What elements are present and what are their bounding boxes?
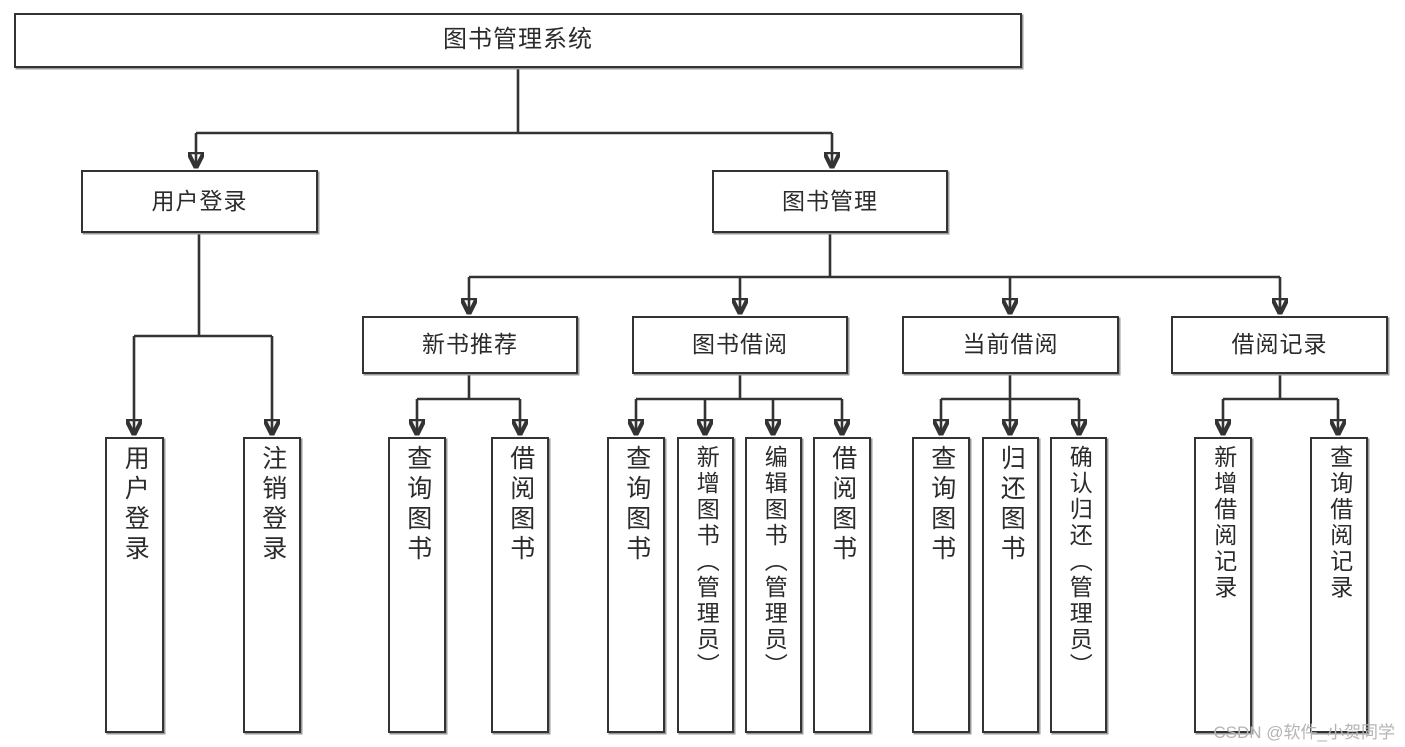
node-label: 当前借阅 — [962, 331, 1059, 358]
leaf-query-book-recommend[interactable]: 查询图书 — [388, 437, 446, 733]
node-label: 借阅图书 — [506, 445, 535, 565]
node-label: 图书管理 — [782, 187, 878, 214]
node-label: 用户登录 — [151, 187, 248, 214]
leaf-logout-login[interactable]: 注销登录 — [243, 437, 301, 733]
leaf-edit-book-admin[interactable]: 编辑图书（管理员） — [745, 437, 802, 733]
node-book-borrow[interactable]: 图书借阅 — [632, 316, 848, 374]
node-label: 图书管理系统 — [443, 26, 593, 54]
leaf-query-borrow-record[interactable]: 查询借阅记录 — [1310, 437, 1368, 733]
leaf-borrow-book[interactable]: 借阅图书 — [813, 437, 871, 733]
node-label: 新增图书（管理员） — [693, 445, 720, 679]
node-label: 新书推荐 — [422, 331, 518, 358]
leaf-query-book-current[interactable]: 查询图书 — [912, 437, 970, 733]
node-current-borrow[interactable]: 当前借阅 — [902, 316, 1119, 374]
leaf-return-book[interactable]: 归还图书 — [982, 437, 1039, 733]
node-label: 新增借阅记录 — [1210, 445, 1237, 601]
node-label: 查询图书 — [927, 445, 956, 565]
leaf-query-book-borrow[interactable]: 查询图书 — [607, 437, 665, 733]
node-book-management[interactable]: 图书管理 — [712, 170, 948, 233]
node-label: 查询图书 — [622, 445, 651, 565]
node-label: 查询借阅记录 — [1326, 445, 1353, 601]
leaf-add-borrow-record[interactable]: 新增借阅记录 — [1194, 437, 1252, 733]
leaf-user-login[interactable]: 用户登录 — [105, 437, 164, 733]
node-user-login[interactable]: 用户登录 — [81, 170, 318, 233]
node-label: 确认归还（管理员） — [1066, 445, 1093, 679]
node-label: 借阅图书 — [828, 445, 857, 565]
node-label: 查询图书 — [403, 445, 432, 565]
node-label: 图书借阅 — [692, 331, 788, 358]
node-root-book-management-system[interactable]: 图书管理系统 — [14, 13, 1022, 68]
node-new-book-recommend[interactable]: 新书推荐 — [362, 316, 578, 374]
leaf-confirm-return-admin[interactable]: 确认归还（管理员） — [1050, 437, 1107, 733]
node-label: 编辑图书（管理员） — [761, 445, 788, 679]
csdn-watermark: CSDN @软件_小贺同学 — [1213, 723, 1395, 742]
node-label: 归还图书 — [997, 445, 1026, 565]
node-label: 借阅记录 — [1231, 331, 1328, 358]
leaf-add-book-admin[interactable]: 新增图书（管理员） — [677, 437, 734, 733]
node-borrow-record[interactable]: 借阅记录 — [1171, 316, 1388, 374]
node-label: 注销登录 — [258, 445, 287, 565]
leaf-borrow-book-recommend[interactable]: 借阅图书 — [491, 437, 549, 733]
node-label: 用户登录 — [121, 445, 150, 565]
